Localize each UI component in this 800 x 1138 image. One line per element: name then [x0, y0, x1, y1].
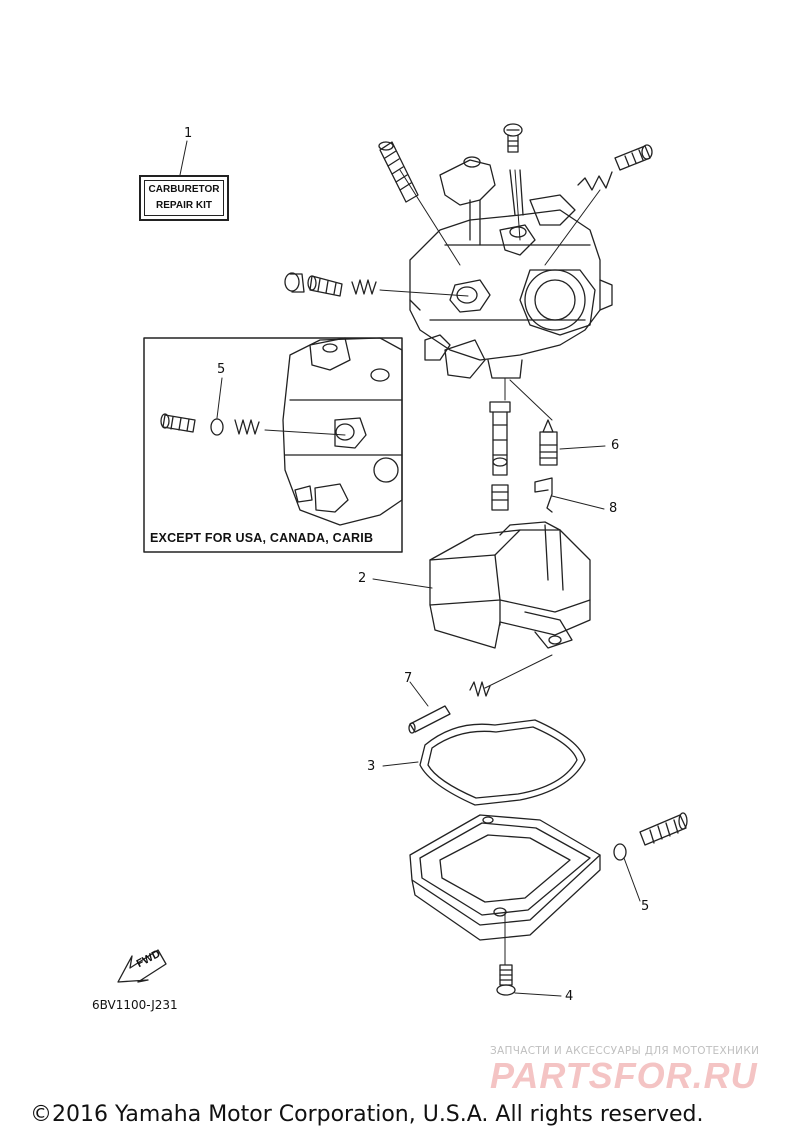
watermark-brand: PARTSFOR.RU — [490, 1055, 758, 1096]
copyright-footer: ©2016 Yamaha Motor Corporation, U.S.A. A… — [30, 1102, 704, 1127]
callout-7: 7 — [404, 671, 413, 686]
float-spring — [469, 681, 491, 697]
kit-label-line1: CARBURETOR — [148, 184, 220, 195]
inset-pilot-screw — [160, 413, 260, 436]
inset-caption: EXCEPT FOR USA, CANADA, CARIB — [150, 531, 374, 545]
drain-screw — [639, 812, 688, 846]
inset-box — [143, 337, 403, 553]
callout-2: 2 — [358, 571, 367, 586]
callout-3: 3 — [367, 759, 376, 774]
float-pin — [408, 705, 451, 734]
carburetor-repair-kit-label: CARBURETOR REPAIR KIT — [139, 175, 229, 221]
carburetor-body — [409, 156, 613, 379]
callout-1: 1 — [184, 126, 193, 141]
bowl-o-ring — [613, 843, 627, 861]
throttle-stop-screw — [378, 141, 419, 203]
kit-label-line2: REPAIR KIT — [156, 200, 212, 211]
diagram-code: 6BV1100-J231 — [92, 998, 178, 1012]
callout-5-bowl: 5 — [641, 899, 650, 914]
left-pilot-screw — [284, 272, 377, 297]
right-pilot-screw — [577, 144, 653, 191]
main-nozzle — [489, 401, 511, 511]
fwd-arrow — [117, 949, 167, 983]
callout-4: 4 — [565, 989, 574, 1004]
needle-clip — [534, 477, 553, 513]
watermark-subtitle: ЗАПЧАСТИ И АКСЕССУАРЫ ДЛЯ МОТОТЕХНИКИ — [490, 1045, 760, 1057]
top-screw — [503, 123, 523, 153]
float — [429, 521, 591, 649]
callout-6: 6 — [611, 438, 620, 453]
float-bowl — [409, 814, 601, 941]
bowl-screw — [496, 964, 516, 996]
needle-valve — [539, 419, 558, 466]
callout-5-inset: 5 — [217, 362, 226, 377]
callout-8: 8 — [609, 501, 618, 516]
leader-lines — [179, 140, 641, 997]
float-bowl-gasket — [419, 719, 586, 806]
